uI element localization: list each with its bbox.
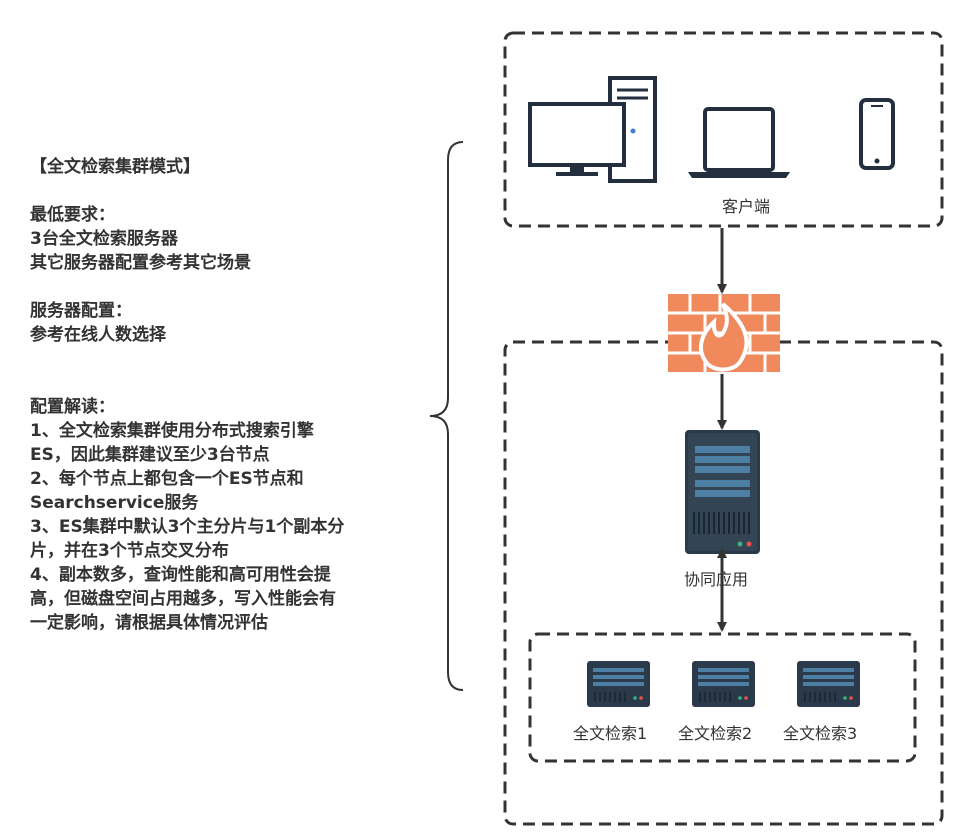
search-node-3-icon <box>797 661 860 707</box>
search-node-1-icon <box>587 661 650 707</box>
search-cluster-zone <box>528 632 917 763</box>
laptop-icon <box>688 107 790 178</box>
notes-title: 【全文检索集群模式】 <box>30 157 200 177</box>
search-node-1-label: 全文检索1 <box>573 724 648 743</box>
interpret-line: 片，并在3个节点交叉分布 <box>30 541 229 561</box>
interpret-heading: 配置解读： <box>30 397 115 417</box>
desktop-computer-icon <box>528 76 657 183</box>
interpret-line: 一定影响，请根据具体情况评估 <box>30 613 268 633</box>
interpret-line: 4、副本数多，查询性能和高可用性会提 <box>30 565 331 585</box>
interpret-line: 2、每个节点上都包含一个ES节点和 <box>30 469 304 489</box>
interpret-line: 1、全文检索集群使用分布式搜索引擎 <box>30 421 314 441</box>
config-notes: 【全文检索集群模式】 最低要求： 3台全文检索服务器 其它服务器配置参考其它场景… <box>30 155 430 635</box>
client-zone <box>503 31 944 228</box>
client-label: 客户端 <box>722 197 771 216</box>
search-node-2-label: 全文检索2 <box>678 724 753 743</box>
server-config-heading: 服务器配置： <box>30 301 132 321</box>
min-req-line: 3台全文检索服务器 <box>30 229 178 249</box>
mobile-phone-icon <box>859 98 895 170</box>
min-req-heading: 最低要求： <box>30 205 115 225</box>
search-node-2-icon <box>692 661 755 707</box>
firewall-icon <box>668 294 780 372</box>
server-config-line: 参考在线人数选择 <box>30 325 166 345</box>
interpret-line: 高，但磁盘空间占用越多，写入性能会有 <box>30 589 336 609</box>
interpret-line: Searchservice服务 <box>30 493 199 513</box>
search-node-3-label: 全文检索3 <box>783 724 858 743</box>
coordination-app-label: 协同应用 <box>684 570 749 589</box>
coordination-server-icon <box>685 430 760 554</box>
curly-brace <box>429 141 464 691</box>
min-req-line: 其它服务器配置参考其它场景 <box>30 253 251 273</box>
interpret-line: ES，因此集群建议至少3台节点 <box>30 445 270 465</box>
interpret-line: 3、ES集群中默认3个主分片与1个副本分 <box>30 517 345 537</box>
